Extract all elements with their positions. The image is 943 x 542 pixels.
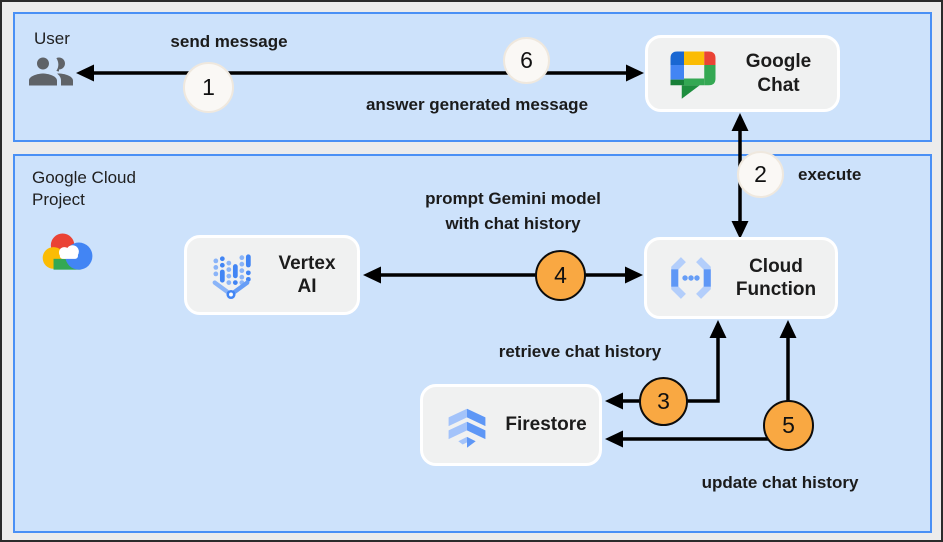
label-retrieve-chat-history: retrieve chat history — [498, 342, 662, 361]
node-firestore: Firestore — [420, 384, 602, 466]
arrow-user-chat — [76, 64, 644, 82]
label-prompt-gemini: prompt Gemini model with chat history — [398, 186, 628, 236]
step-5-number: 5 — [782, 412, 795, 438]
vertex-ai-label: Vertex AI — [267, 252, 347, 298]
user-people-icon — [29, 57, 73, 86]
firestore-icon — [448, 408, 486, 448]
label-answer-generated: answer generated message — [365, 95, 589, 114]
step-circle-4: 4 — [535, 250, 586, 301]
node-cloud-function: Cloud Function — [644, 237, 838, 319]
cloud-function-icon — [671, 257, 711, 299]
google-cloud-project-zone — [13, 154, 932, 533]
label-prompt-line1: prompt Gemini model — [425, 189, 601, 208]
user-zone-title: User — [34, 29, 70, 48]
vertex-ai-label-line2: AI — [297, 276, 317, 297]
step-circle-5: 5 — [763, 400, 814, 451]
step-6-number: 6 — [520, 47, 533, 73]
step-3-number: 3 — [657, 388, 670, 414]
google-cloud-icon — [42, 233, 93, 270]
cloud-function-label-line2: Function — [735, 279, 817, 300]
gcp-zone-title: Google Cloud Project — [32, 167, 136, 211]
google-chat-label-line2: Chat — [757, 74, 800, 96]
firestore-label: Firestore — [503, 413, 589, 436]
step-2-number: 2 — [754, 161, 767, 187]
node-google-chat: Google Chat — [645, 35, 840, 112]
vertex-ai-label-line1: Vertex — [278, 252, 336, 274]
step-4-number: 4 — [554, 262, 567, 288]
node-vertex-ai: Vertex AI — [184, 235, 360, 315]
gcp-title-line1: Google Cloud — [32, 168, 136, 187]
step-circle-6: 6 — [503, 37, 550, 84]
step-circle-1: 1 — [183, 62, 234, 113]
cloud-function-label-line1: Cloud — [749, 255, 803, 277]
step-1-number: 1 — [202, 74, 215, 100]
google-chat-label: Google Chat — [730, 50, 827, 96]
label-execute: execute — [798, 165, 862, 184]
gcp-title-line2: Project — [32, 190, 85, 209]
step-circle-3: 3 — [639, 377, 688, 426]
step-circle-2: 2 — [737, 151, 784, 198]
label-prompt-line2: with chat history — [445, 214, 581, 233]
cloud-function-label: Cloud Function — [727, 255, 825, 301]
label-send-message: send message — [170, 32, 288, 51]
firestore-label-line1: Firestore — [505, 414, 587, 436]
google-chat-icon — [670, 51, 716, 99]
vertex-ai-icon — [212, 254, 251, 300]
arrow-vertexai-cloudfunction — [363, 266, 643, 284]
label-update-chat-history: update chat history — [701, 473, 859, 492]
google-chat-label-line1: Google — [745, 51, 812, 73]
